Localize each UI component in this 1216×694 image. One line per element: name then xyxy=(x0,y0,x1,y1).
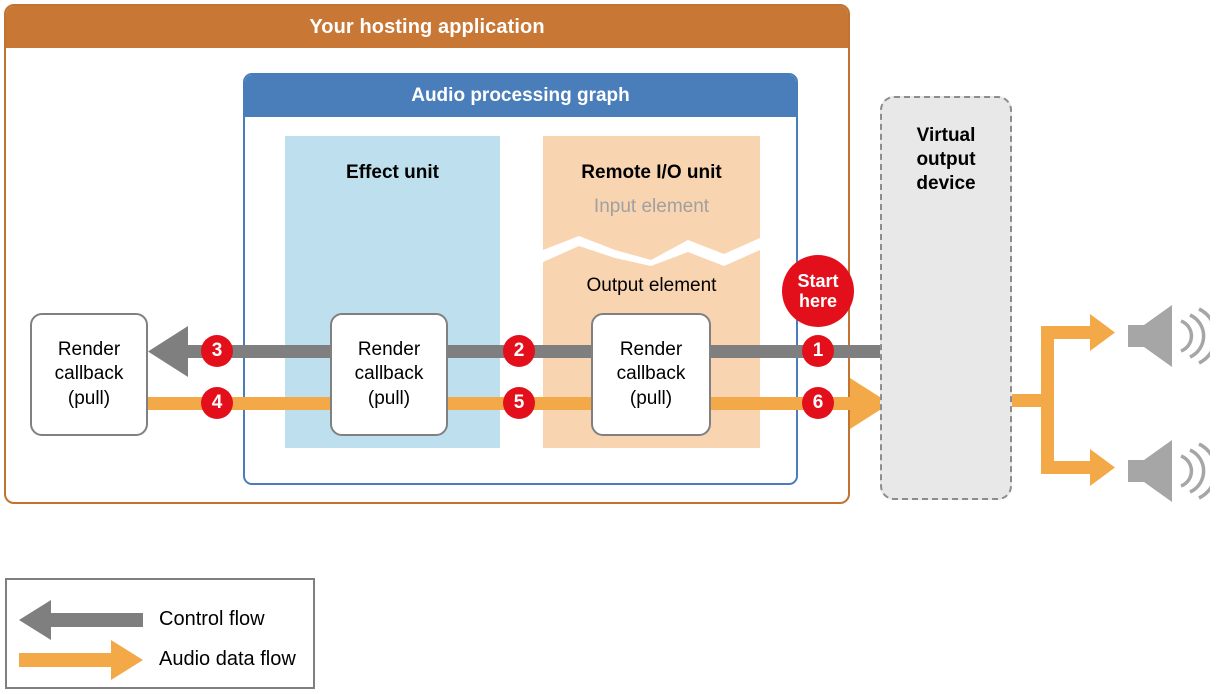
step-badge-number: 1 xyxy=(812,340,824,361)
audio-processing-graph-title: Audio processing graph xyxy=(245,75,796,117)
render-callback-label: Render callback (pull) xyxy=(54,339,124,409)
hosting-application-title: Your hosting application xyxy=(6,6,848,48)
step-badge-3: 3 xyxy=(201,335,233,367)
start-here-label: Start here xyxy=(797,270,839,311)
render-callback-box-app: Render callback (pull) xyxy=(30,313,148,436)
step-badge-number: 2 xyxy=(513,340,525,361)
start-here-badge: Start here xyxy=(782,255,854,327)
step-badge-number: 6 xyxy=(812,392,824,413)
torn-separator-icon xyxy=(543,236,760,266)
legend-audio-flow-arrow-icon xyxy=(19,640,143,680)
speaker-top-icon xyxy=(1128,305,1210,367)
audio-flow-line-segment-4 xyxy=(148,397,330,410)
step-badge-number: 5 xyxy=(513,392,525,413)
effect-unit-label: Effect unit xyxy=(346,162,439,183)
control-flow-arrowhead-icon xyxy=(148,326,188,377)
input-element-label: Input element xyxy=(593,196,710,217)
step-badge-number: 3 xyxy=(211,340,223,361)
legend-box: Control flow Audio data flow xyxy=(5,578,315,689)
legend-control-flow-arrow-icon xyxy=(19,600,143,640)
step-badge-2: 2 xyxy=(503,335,535,367)
render-callback-label: Render callback (pull) xyxy=(354,339,424,409)
output-element-label: Output element xyxy=(586,275,717,296)
step-badge-5: 5 xyxy=(503,387,535,419)
legend-audio-flow-label: Audio data flow xyxy=(159,648,296,670)
virtual-output-device-block: Virtual output device xyxy=(880,96,1012,500)
render-callback-box-effect: Render callback (pull) xyxy=(330,313,448,436)
speaker-bottom-icon xyxy=(1128,440,1210,502)
audio-flow-arrowhead-icon xyxy=(850,378,890,429)
step-badge-1: 1 xyxy=(802,335,834,367)
step-badge-6: 6 xyxy=(802,387,834,419)
legend-control-flow-label: Control flow xyxy=(159,608,265,630)
remote-io-unit-label: Remote I/O unit xyxy=(581,162,722,183)
render-callback-label: Render callback (pull) xyxy=(616,339,686,409)
step-badge-number: 4 xyxy=(211,392,223,413)
virtual-output-device-label: Virtual output device xyxy=(916,125,976,194)
step-badge-4: 4 xyxy=(201,387,233,419)
speaker-branch-arrows xyxy=(1012,314,1115,486)
render-callback-box-io: Render callback (pull) xyxy=(591,313,711,436)
